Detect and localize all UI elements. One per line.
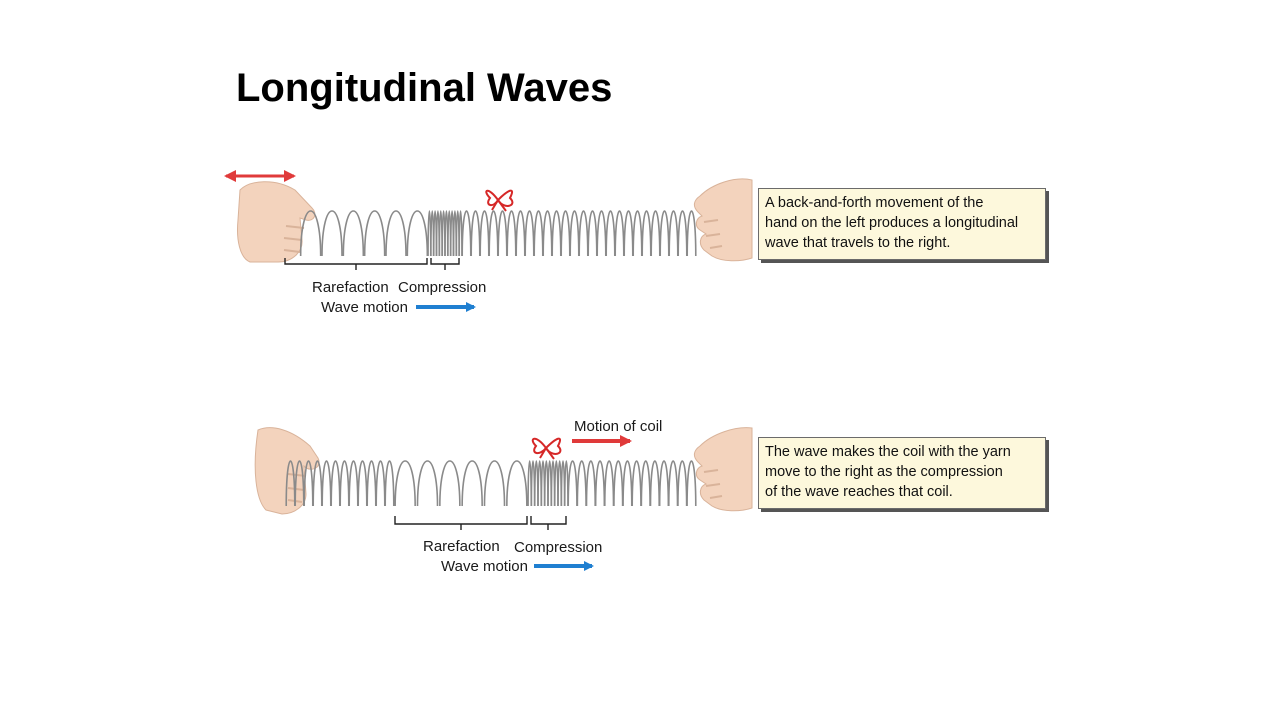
coil-loop [385, 210, 407, 257]
coil-loop [294, 460, 305, 507]
caption-line: of the wave reaches that coil. [765, 484, 953, 500]
compression-label: Compression [398, 279, 486, 296]
coil-loop [632, 210, 643, 257]
coil-loop [587, 210, 598, 257]
coil-loop [515, 210, 526, 257]
coil-loop [321, 460, 332, 507]
coil-loop [506, 210, 517, 257]
compression-bracket [430, 258, 460, 270]
coil-loop [641, 210, 652, 257]
coil-loop [677, 210, 688, 257]
coil-loop [439, 460, 461, 507]
coil-loop [384, 460, 395, 507]
wave-motion-label: Wave motion [321, 299, 408, 316]
caption-box-1: A back-and-forth movement of the hand on… [758, 188, 1046, 260]
yarn-bow-icon [531, 437, 562, 460]
coil-loop [585, 460, 596, 507]
coil-loop [686, 210, 697, 257]
coil-loop [614, 210, 625, 257]
coil-loop [677, 460, 688, 507]
compression-label: Compression [514, 539, 602, 556]
panel-1: Rarefaction Compression Wave motion [224, 170, 753, 316]
coil-loop [406, 210, 429, 257]
rarefaction-bracket [394, 516, 528, 530]
coil-loop [357, 460, 368, 507]
coil-loop [596, 210, 607, 257]
panel-2: Motion of coil Rarefaction Compression W… [254, 418, 753, 575]
coil-loop [686, 460, 697, 507]
rarefaction-label: Rarefaction [312, 279, 389, 296]
coil-loop [533, 210, 544, 257]
coil-loop [668, 460, 679, 507]
coil-loop [563, 460, 569, 507]
right-hand-icon [693, 178, 753, 262]
right-hand-icon [693, 427, 753, 512]
coil-loop [394, 460, 416, 507]
caption-box-2: The wave makes the coil with the yarn mo… [758, 437, 1046, 509]
coil-loop [659, 210, 670, 257]
compression-bracket [530, 516, 567, 530]
caption-line: hand on the left produces a longitudinal [765, 215, 1019, 231]
motion-of-coil-label: Motion of coil [574, 418, 662, 435]
coil-loop [594, 460, 606, 507]
coil-loop [339, 460, 350, 507]
caption-line: A back-and-forth movement of the [765, 195, 984, 211]
spring-coil-1 [299, 210, 697, 257]
yarn-bow-icon [485, 189, 514, 212]
coil-loop [497, 210, 508, 257]
left-hand-icon [237, 181, 316, 263]
coil-loop [342, 210, 365, 257]
coil-loop [321, 210, 343, 257]
coil-loop [524, 210, 535, 257]
coil-loop [461, 460, 483, 507]
caption-line: move to the right as the compression [765, 464, 1003, 480]
coil-loop [622, 460, 633, 507]
coil-loop [658, 460, 670, 507]
caption-line: The wave makes the coil with the yarn [765, 444, 1011, 460]
coil-loop [303, 460, 314, 507]
coil-loop [470, 210, 481, 257]
coil-loop [623, 210, 634, 257]
coil-loop [375, 460, 386, 507]
coil-loop [363, 210, 386, 257]
page-title: Longitudinal Waves [236, 66, 613, 110]
coil-loop [479, 210, 490, 257]
coil-loop [542, 210, 553, 257]
coil-loop [631, 460, 642, 507]
coil-loop [483, 460, 506, 507]
coil-loop [312, 460, 323, 507]
coil-loop [650, 210, 661, 257]
coil-loop [605, 210, 616, 257]
coil-loop [330, 460, 341, 507]
coil-loop [416, 460, 439, 507]
coil-loop [366, 460, 377, 507]
coil-loop [668, 210, 679, 257]
coil-loop [604, 460, 615, 507]
coil-loop [348, 460, 359, 507]
coil-loop [567, 460, 578, 507]
coil-loop [461, 210, 472, 257]
caption-line: wave that travels to the right. [765, 235, 951, 251]
coil-loop [506, 460, 528, 507]
coil-loop [488, 210, 499, 257]
coil-loop [569, 210, 580, 257]
wave-motion-label: Wave motion [441, 558, 528, 575]
coil-loop [640, 460, 651, 507]
coil-loop [613, 460, 624, 507]
coil-loop [560, 210, 571, 257]
coil-loop [285, 460, 296, 507]
spring-coil-2 [285, 460, 697, 507]
rarefaction-label: Rarefaction [423, 538, 500, 555]
coil-loop [649, 460, 660, 507]
coil-loop [578, 210, 589, 257]
rarefaction-bracket [284, 258, 428, 270]
coil-loop [576, 460, 587, 507]
coil-loop [299, 210, 322, 257]
coil-loop [551, 210, 562, 257]
